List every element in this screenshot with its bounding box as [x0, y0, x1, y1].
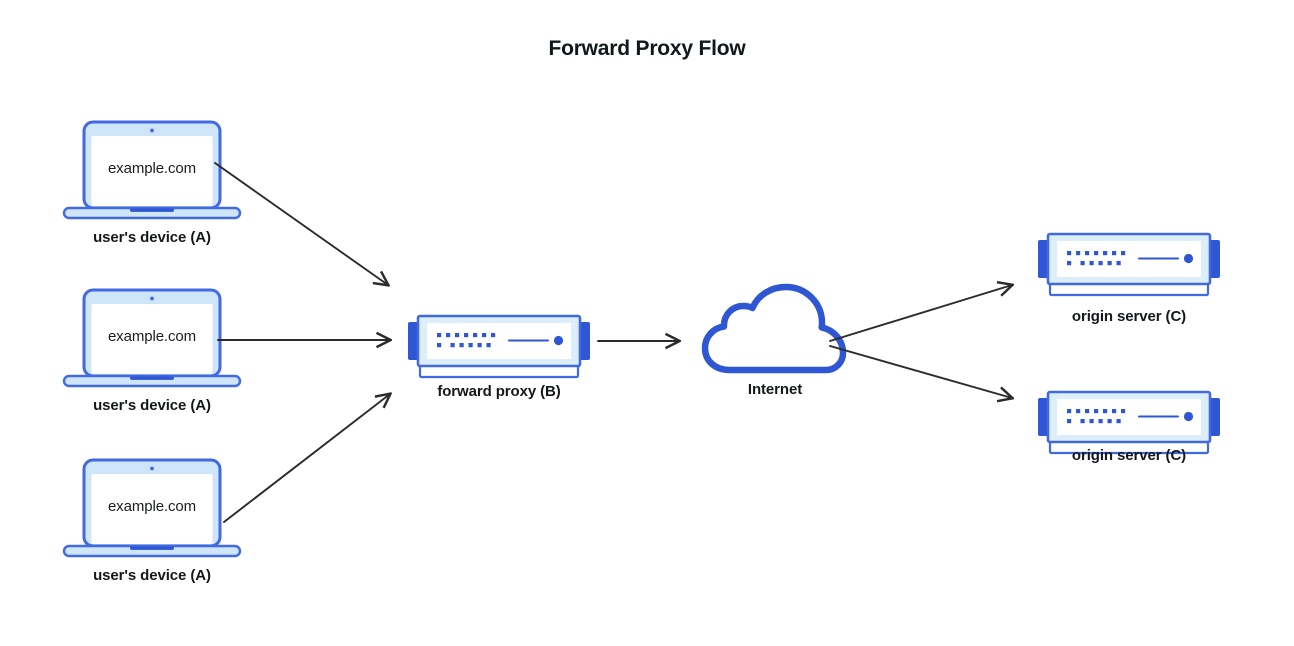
- client-1-label: user's device (A): [93, 229, 211, 246]
- origin-2-server-icon: [1036, 390, 1222, 455]
- client-1-screen-text: example.com: [107, 160, 197, 177]
- connector-internet-to-origin1: [829, 285, 1012, 342]
- forward-proxy-label: forward proxy (B): [437, 383, 561, 400]
- origin-2-label: origin server (C): [1071, 447, 1187, 464]
- forward-proxy-server-icon: [406, 314, 592, 379]
- page-title: Forward Proxy Flow: [548, 37, 746, 60]
- client-2-label: user's device (A): [93, 397, 211, 414]
- connector-internet-to-origin2: [829, 345, 1012, 398]
- internet-label: Internet: [747, 381, 803, 398]
- internet-cloud-icon: [705, 287, 843, 370]
- origin-1-server-icon: [1036, 232, 1222, 297]
- client-2-screen-text: example.com: [107, 328, 197, 345]
- origin-1-label: origin server (C): [1071, 308, 1187, 325]
- client-3-screen-text: example.com: [107, 498, 197, 515]
- client-3-label: user's device (A): [93, 567, 211, 584]
- connector-client1-to-proxy: [214, 162, 388, 285]
- connector-client3-to-proxy: [223, 394, 390, 523]
